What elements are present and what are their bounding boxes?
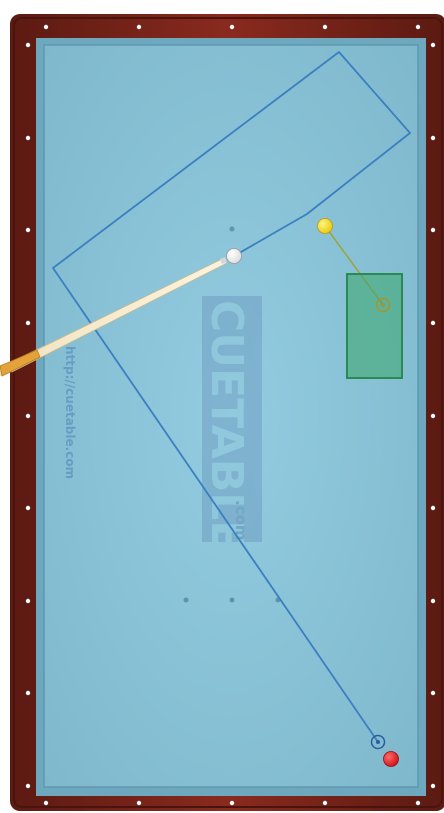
diamond-bottom: [323, 801, 327, 805]
diamond-bottom: [137, 801, 141, 805]
diamond-right: [431, 599, 435, 603]
diamond-top: [44, 25, 48, 29]
diamond-top: [323, 25, 327, 29]
diamond-left: [26, 43, 30, 47]
diamond-right: [431, 784, 435, 788]
diamond-bottom: [416, 801, 420, 805]
diamond-left: [26, 506, 30, 510]
diamond-bottom: [230, 801, 234, 805]
cuetable-watermark: CUETABLE .com: [201, 296, 262, 550]
diamond-right: [431, 321, 435, 325]
diamond-left: [26, 599, 30, 603]
diamond-right: [431, 136, 435, 140]
diamond-right: [431, 414, 435, 418]
diamond-left: [26, 691, 30, 695]
diamond-left: [26, 321, 30, 325]
object-ball-yellow: [318, 219, 333, 234]
diamond-left: [26, 414, 30, 418]
diamond-top: [230, 25, 234, 29]
cue-ball: [227, 249, 242, 264]
watermark-url: http://cuetable.com: [63, 346, 77, 479]
spot-foot-center: [230, 598, 235, 603]
diamond-left: [26, 136, 30, 140]
diamond-right: [431, 506, 435, 510]
diamond-top: [137, 25, 141, 29]
diamond-right: [431, 43, 435, 47]
target-zone: [347, 274, 402, 378]
spot-foot-left: [184, 598, 189, 603]
diamond-bottom: [44, 801, 48, 805]
object-ball-red: [384, 752, 399, 767]
diamond-left: [26, 228, 30, 232]
spot-head: [230, 227, 235, 232]
diamond-left: [26, 784, 30, 788]
diamond-right: [431, 691, 435, 695]
diamond-top: [416, 25, 420, 29]
diamond-right: [431, 228, 435, 232]
